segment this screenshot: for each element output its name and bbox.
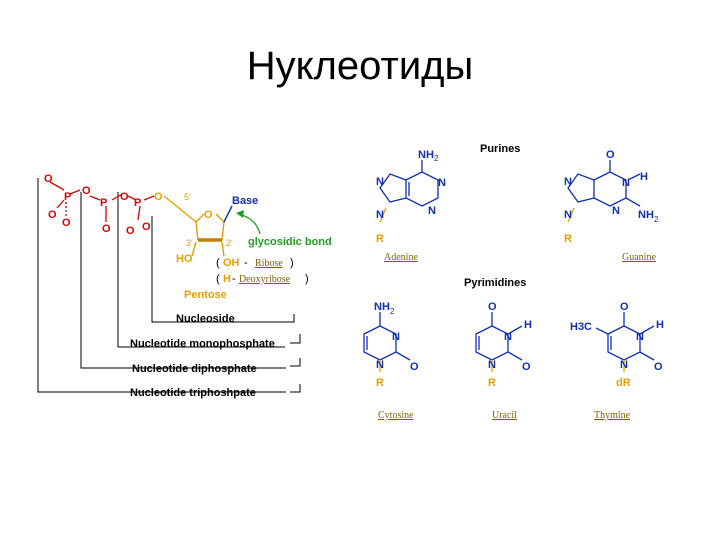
cytosine-n1: N bbox=[376, 359, 384, 371]
guanine-structure: O N H N N N NH 2 R Guanine bbox=[564, 149, 659, 263]
phosphate-p1: P bbox=[64, 191, 71, 203]
ester-oxygen: O bbox=[154, 191, 163, 203]
phosphate-o-minus: O bbox=[44, 173, 53, 185]
cytosine-o: O bbox=[410, 361, 419, 373]
guanine-n9: N bbox=[564, 209, 572, 221]
uracil-link[interactable]: Uracil bbox=[492, 410, 517, 421]
phosphate-o4: O bbox=[82, 185, 91, 197]
thymine-n3: N bbox=[636, 331, 644, 343]
uracil-r: R bbox=[488, 377, 496, 389]
phosphate-p3: P bbox=[134, 197, 141, 209]
adenine-n7: N bbox=[376, 176, 384, 188]
thymine-structure: O H3C N H N O dR Thymine bbox=[570, 301, 664, 421]
carbon-5-label: 5' bbox=[184, 192, 191, 202]
uracil-n1: N bbox=[488, 359, 496, 371]
hydroxyl-3: HO bbox=[176, 253, 193, 265]
pentose-ring bbox=[163, 195, 225, 257]
nucleotide-diagram: O P O O O P O O P O O O O 5' 3' 2' Base … bbox=[24, 138, 676, 426]
carbon-2-label: 2' bbox=[226, 238, 233, 248]
deoxyribose-paren-open: ( bbox=[216, 273, 220, 285]
adenine-n1: N bbox=[438, 177, 446, 189]
thymine-o4: O bbox=[620, 301, 629, 313]
thymine-methyl: H3C bbox=[570, 321, 592, 333]
cytosine-structure: NH 2 N N O R Cytosine bbox=[363, 301, 419, 421]
level-monophosphate: Nucleotide monophosphate bbox=[130, 338, 275, 350]
glycosidic-label: glycosidic bond bbox=[248, 236, 332, 248]
deoxyribose-link[interactable]: Deoxyribose bbox=[239, 274, 291, 285]
adenine-nh: NH bbox=[418, 149, 434, 161]
phosphate-o2: O bbox=[48, 209, 57, 221]
phosphate-o7: O bbox=[126, 225, 135, 237]
thymine-n1: N bbox=[620, 359, 628, 371]
guanine-n7: N bbox=[564, 176, 572, 188]
level-diphosphate: Nucleotide diphosphate bbox=[132, 363, 257, 375]
purines-heading: Purines bbox=[480, 143, 520, 155]
cytosine-link[interactable]: Cytosine bbox=[378, 410, 414, 421]
ribose-link[interactable]: Ribose bbox=[255, 258, 283, 269]
adenine-structure: NH 2 N N N N R Adenine bbox=[376, 149, 446, 263]
level-bracket-ends bbox=[282, 314, 301, 393]
thymine-o2: O bbox=[654, 361, 663, 373]
bases-panel: Purines Pyrimidines NH 2 N N N N R Adeni… bbox=[363, 143, 664, 421]
pentose-label: Pentose bbox=[184, 289, 227, 301]
ribose-oh: OH bbox=[223, 257, 240, 269]
uracil-o2: O bbox=[522, 361, 531, 373]
deoxyribose-paren-close: ) bbox=[305, 273, 309, 285]
slide-title: Нуклеотиды bbox=[246, 44, 474, 88]
level-triphosphate: Nucleotide triphoshpate bbox=[130, 387, 256, 399]
phosphate-p2: P bbox=[100, 197, 107, 209]
deoxyribose-h: H bbox=[223, 273, 231, 285]
level-nucleoside: Nucleoside bbox=[176, 313, 235, 325]
glycosidic-arrowhead bbox=[236, 210, 244, 218]
uracil-n3: N bbox=[504, 331, 512, 343]
guanine-o: O bbox=[606, 149, 615, 161]
adenine-r: R bbox=[376, 233, 384, 245]
adenine-nh-sub: 2 bbox=[434, 154, 439, 163]
cytosine-r: R bbox=[376, 377, 384, 389]
cytosine-n3: N bbox=[392, 331, 400, 343]
guanine-h: H bbox=[640, 171, 648, 183]
nucleotide-structure: O P O O O P O O P O O O O 5' 3' 2' Base … bbox=[37, 173, 332, 399]
guanine-link[interactable]: Guanine bbox=[622, 252, 656, 263]
adenine-n3: N bbox=[428, 205, 436, 217]
phosphate-o3: O bbox=[62, 217, 71, 229]
ring-oxygen: O bbox=[204, 209, 213, 221]
guanine-nh-sub: 2 bbox=[654, 215, 659, 224]
thymine-h: H bbox=[656, 319, 664, 331]
adenine-link[interactable]: Adenine bbox=[384, 252, 418, 263]
level-brackets bbox=[37, 178, 286, 393]
ribose-paren-close: ) bbox=[290, 257, 294, 269]
guanine-r: R bbox=[564, 233, 572, 245]
phosphate-o8: O bbox=[142, 221, 151, 233]
adenine-n9: N bbox=[376, 209, 384, 221]
guanine-nh: NH bbox=[638, 209, 654, 221]
pyrimidines-heading: Pyrimidines bbox=[464, 277, 526, 289]
uracil-o4: O bbox=[488, 301, 497, 313]
ribose-paren-open: ( bbox=[216, 257, 220, 269]
guanine-n3: N bbox=[612, 205, 620, 217]
guanine-n1: N bbox=[622, 177, 630, 189]
deoxyribose-dash: - bbox=[232, 273, 236, 285]
base-bond bbox=[223, 205, 233, 223]
phosphate-o5: O bbox=[102, 223, 111, 235]
cytosine-nh-sub: 2 bbox=[390, 307, 395, 316]
ribose-dash: - bbox=[244, 257, 248, 269]
uracil-h: H bbox=[524, 319, 532, 331]
nucleotide-svg: O P O O O P O O P O O O O 5' 3' 2' Base … bbox=[37, 143, 664, 421]
glycosidic-arrow bbox=[237, 213, 261, 235]
phosphate-o6: O bbox=[120, 191, 129, 203]
thymine-link[interactable]: Thymine bbox=[594, 410, 631, 421]
cytosine-nh: NH bbox=[374, 301, 390, 313]
phosphate-bonds bbox=[49, 181, 155, 222]
uracil-structure: O N H N O R Uracil bbox=[475, 301, 532, 421]
carbon-3-label: 3' bbox=[186, 238, 193, 248]
thymine-dr: dR bbox=[616, 377, 631, 389]
base-label: Base bbox=[232, 195, 258, 207]
